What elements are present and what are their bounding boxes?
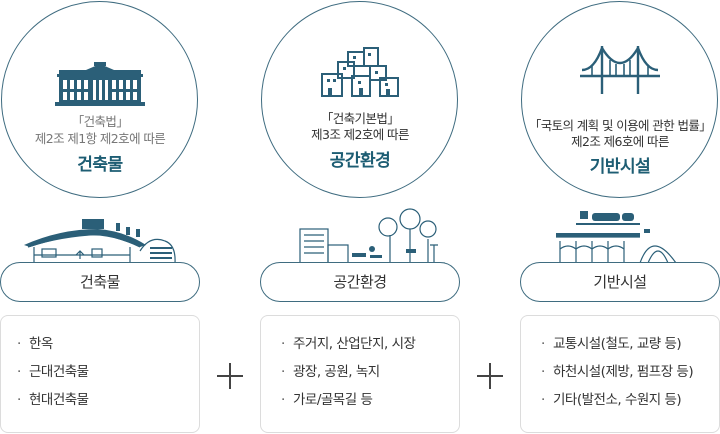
bullet: · [541,336,545,352]
column-buildings: 「건축법」 제2조 제1항 제2호에 따른 건축물 건축물 · 한옥 · 근대건축물 [0,0,200,434]
building-icon [55,62,145,106]
law-article: 제2조 제6호에 따른 [571,134,669,149]
bullet: · [281,336,285,352]
items-box-spatial-environment: · 주거지, 산업단지, 시장 · 광장, 공원, 녹지 · 가로/골목길 등 [260,315,460,433]
circle-title: 공간환경 [329,151,391,171]
item-label: 한옥 [29,336,53,352]
column-infrastructure: 「국토의 계획 및 이용에 관한 법률」 제2조 제6호에 따른 기반시설 기반… [520,0,720,434]
bullet: · [17,364,21,380]
law-name: 「국토의 계획 및 이용에 관한 법률」 [528,118,712,133]
item-label: 광장, 공원, 녹지 [293,364,380,380]
category-pill-infrastructure: 기반시설 [520,262,720,302]
plus-icon [217,363,243,389]
list-item: · 주거지, 산업단지, 시장 [281,330,459,358]
infrastructure-illustration [550,211,695,264]
circle-title: 기반시설 [589,157,651,177]
town-icon [321,47,399,97]
item-label: 주거지, 산업단지, 시장 [293,336,416,352]
column-spatial-environment: 「건축기본법」 제3조 제2호에 따른 공간환경 공간환경 · 주거지, 산업단지… [260,0,460,434]
bullet: · [17,336,21,352]
law-article: 제3조 제2호에 따른 [311,127,409,142]
park-city-illustration [290,208,445,264]
law-article: 제2조 제1항 제2호에 따른 [34,131,166,146]
item-label: 현대건축물 [29,392,89,408]
list-item: · 교통시설(철도, 교량 등) [541,330,719,358]
circle-spatial-environment [261,1,458,198]
category-pill-buildings: 건축물 [0,262,200,302]
list-item: · 기타(발전소, 수원지 등) [541,386,719,414]
list-item: · 한옥 [17,330,199,358]
items-box-buildings: · 한옥 · 근대건축물 · 현대건축물 [0,315,200,433]
hanok-illustration [20,219,180,264]
law-name: 「건축법」 [71,114,129,129]
item-label: 가로/골목길 등 [293,392,373,408]
item-label: 교통시설(철도, 교량 등) [553,336,682,352]
bullet: · [541,364,545,380]
list-item: · 광장, 공원, 녹지 [281,358,459,386]
item-label: 하천시설(제방, 펌프장 등) [553,364,694,380]
list-item: · 근대건축물 [17,358,199,386]
list-item: · 가로/골목길 등 [281,386,459,414]
bullet: · [541,392,545,408]
bullet: · [281,364,285,380]
circle-buildings [1,1,198,198]
law-name: 「건축기본법」 [320,111,400,126]
item-label: 기타(발전소, 수원지 등) [553,392,682,408]
bullet: · [17,392,21,408]
item-label: 근대건축물 [29,364,89,380]
circle-title: 건축물 [77,155,123,175]
bullet: · [281,392,285,408]
list-item: · 하천시설(제방, 펌프장 등) [541,358,719,386]
list-item: · 현대건축물 [17,386,199,414]
items-box-infrastructure: · 교통시설(철도, 교량 등) · 하천시설(제방, 펌프장 등) · 기타(발전소… [520,315,720,433]
circle-infrastructure [521,1,718,198]
plus-icon [477,363,503,389]
bridge-icon [580,46,660,94]
category-pill-spatial-environment: 공간환경 [260,262,460,302]
